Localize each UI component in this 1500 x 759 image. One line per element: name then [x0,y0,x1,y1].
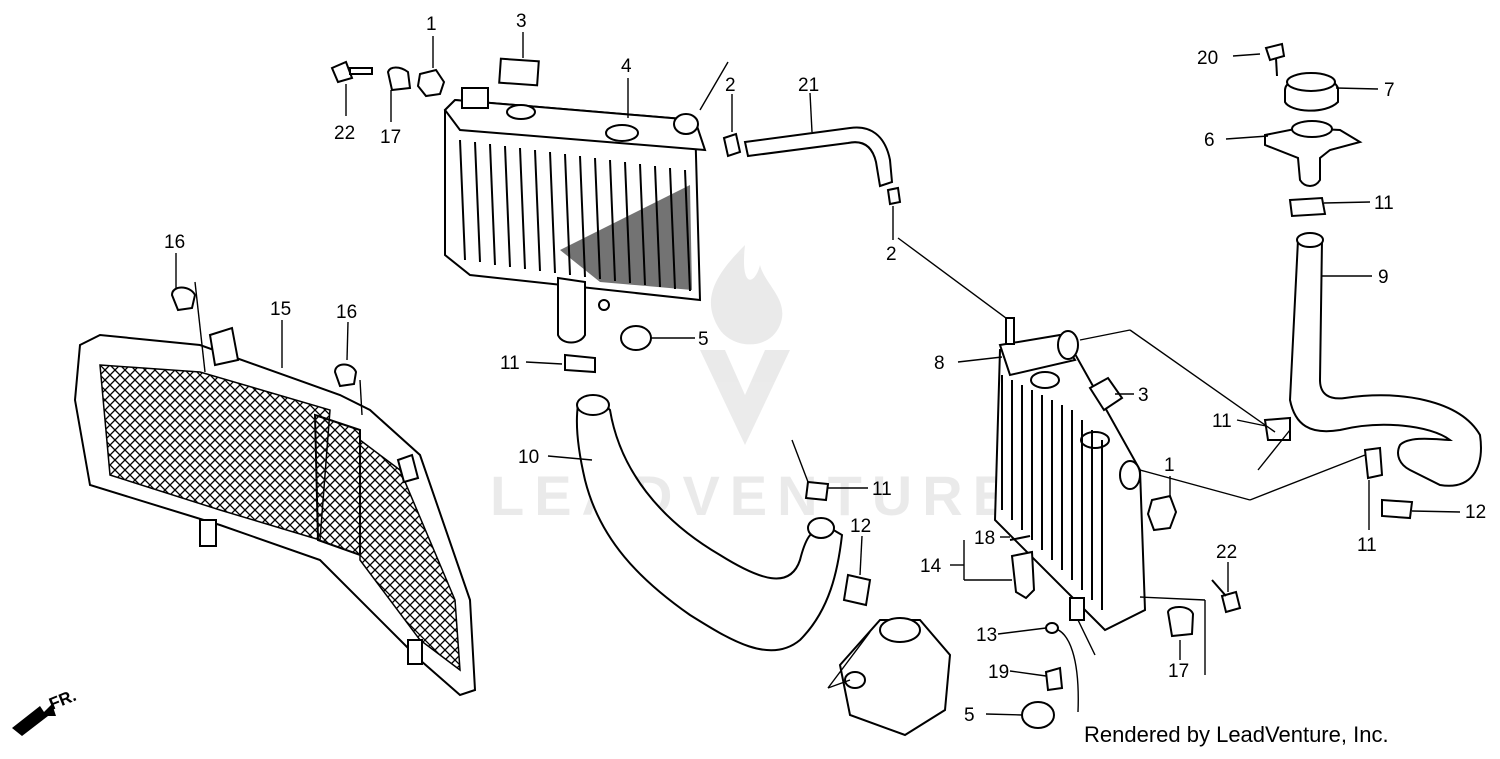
thermo-sensor-19 [1044,666,1064,692]
cap-16-left [170,286,197,312]
callout-7: 7 [1384,80,1395,101]
callout-12-left: 12 [850,516,871,537]
hose-21 [743,126,894,188]
collar-17-lower [1166,606,1195,638]
clamp-11-right-a [1263,416,1291,441]
side-radiator [993,317,1147,632]
callout-1-lower: 1 [1164,455,1175,476]
callout-10: 10 [518,447,539,468]
callout-1-upper: 1 [426,14,437,35]
bolt-20 [1264,42,1286,77]
clip-2-upper [722,132,742,158]
watermark-text: LEADVENTURE [490,464,1020,527]
callout-21: 21 [798,75,819,96]
callout-11-right-a: 11 [1212,411,1232,432]
leader-lines [175,32,1461,716]
clamp-11-mid [804,480,830,502]
callout-4: 4 [621,56,632,77]
callout-5-upper: 5 [698,329,709,350]
watermark-logo [700,245,790,445]
side-radiator-core [1001,375,1103,610]
hose-9 [1288,239,1482,487]
clamp-12-right [1381,498,1414,520]
callout-19: 19 [988,662,1009,683]
callout-labels: 1 3 4 2 21 20 7 6 11 22 17 2 9 16 15 16 … [164,11,1486,726]
hose-10 [575,399,844,652]
callout-16-right: 16 [336,302,357,323]
front-label: FR. [46,686,79,714]
pad-3-lower [1088,376,1124,412]
front-direction-marker: FR. [12,686,79,736]
radiator-cap [1284,72,1339,112]
callout-12-right: 12 [1465,502,1486,523]
callout-6: 6 [1204,130,1215,151]
grommet-1-lower [1146,494,1178,532]
water-pump-cover [838,617,952,737]
render-credit: Rendered by LeadVenture, Inc. [1084,722,1389,747]
front-arrow-icon [12,704,56,736]
callout-18: 18 [974,528,995,549]
clamp-12-left [842,573,872,607]
callout-17-lower: 17 [1168,661,1189,682]
callout-5-lower: 5 [964,705,975,726]
callout-3-lower: 3 [1138,385,1149,406]
upper-radiator [443,87,707,344]
grommet-1-upper [416,68,446,98]
bolt-22-upper [330,60,373,84]
callout-17-upper: 17 [380,127,401,148]
callout-16-left: 16 [164,232,185,253]
grommet-5-lower [1021,701,1055,729]
callout-2-lower: 2 [886,244,897,265]
upper-radiator-core [459,139,692,292]
callout-2-upper: 2 [725,75,736,96]
callout-22-upper: 22 [334,123,355,144]
callout-8: 8 [934,353,945,374]
callout-13: 13 [976,625,997,646]
radiator-grille [73,326,477,697]
bolt-22-lower [1211,579,1242,614]
callout-3-upper: 3 [516,11,527,32]
callout-11-right-b: 11 [1357,535,1377,556]
callout-9: 9 [1378,267,1389,288]
clip-2-lower [886,186,902,206]
callout-20: 20 [1197,48,1218,69]
clamp-11-left [564,353,596,374]
grommet-5-upper [620,325,652,351]
clamp-11-right-b [1363,446,1384,480]
pad-3-upper [498,57,540,87]
callout-11-top: 11 [1374,193,1394,214]
callout-11-left: 11 [500,353,520,374]
callout-15: 15 [270,299,291,320]
filler-neck [1264,120,1363,187]
collar-17-upper [386,66,412,92]
fan-switch-14 [1009,535,1036,600]
callout-22-lower: 22 [1216,542,1237,563]
callout-14: 14 [920,556,942,577]
cap-16-right [333,363,358,388]
callout-11-mid: 11 [872,479,892,500]
clamp-11-top [1288,196,1327,218]
